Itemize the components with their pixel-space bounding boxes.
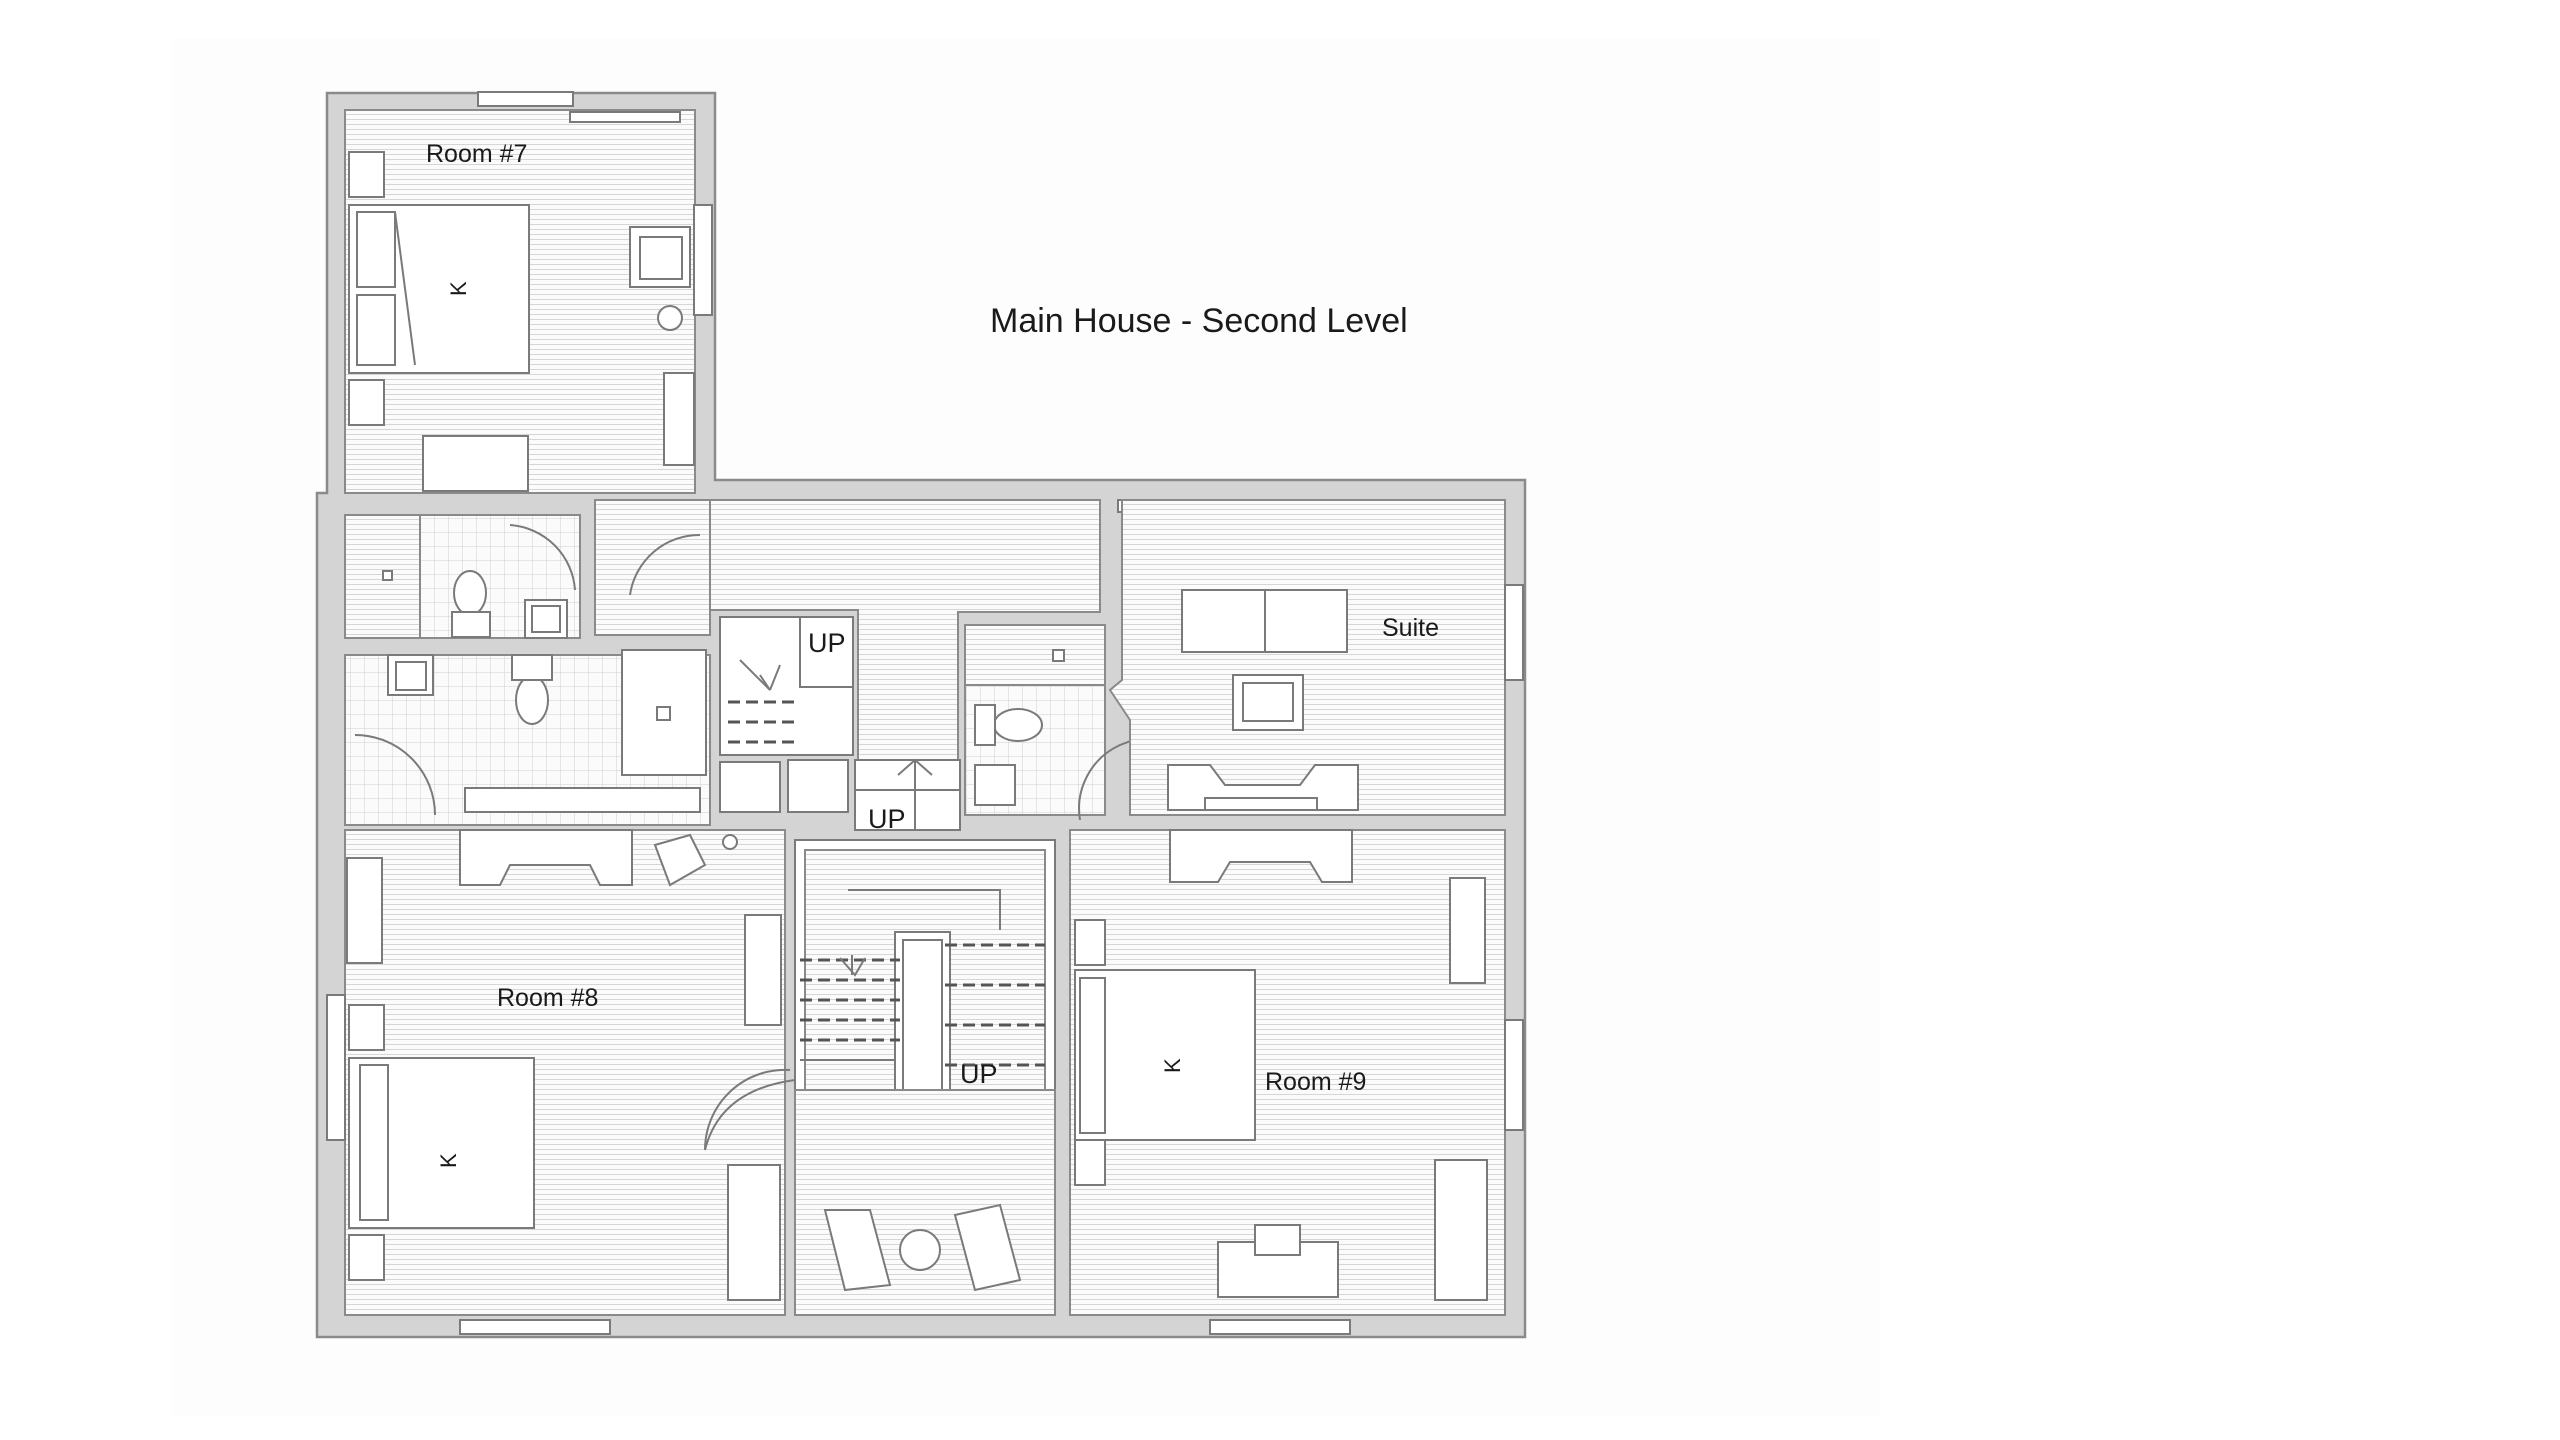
suite-bath xyxy=(964,624,1161,821)
plan-title: Main House - Second Level xyxy=(990,302,1408,340)
stair-mark-main: UP xyxy=(960,1059,998,1089)
bath-upper-left xyxy=(344,514,581,639)
hallway xyxy=(594,499,1251,761)
label-room-7: Room #7 xyxy=(426,140,527,168)
stair-mark-upper: UP xyxy=(808,628,846,658)
room-9 xyxy=(1069,829,1524,1335)
room-7 xyxy=(344,91,713,494)
bath-lower-left xyxy=(344,649,711,826)
stair-middle xyxy=(854,758,961,831)
stair-main xyxy=(794,839,1056,1093)
label-room-9: Room #9 xyxy=(1265,1068,1366,1096)
bed-mark-room-9: K xyxy=(1160,1058,1185,1073)
bed-mark-room-8: K xyxy=(436,1153,461,1168)
floor-plan-drawing: Main House - Second Level Room #7 Room #… xyxy=(315,91,1527,1339)
labels: Main House - Second Level Room #7 Room #… xyxy=(426,140,1439,1168)
suite xyxy=(1108,499,1524,906)
plan-sheet: Main House - Second Level Room #7 Room #… xyxy=(172,38,1880,1416)
room-8 xyxy=(326,829,791,1335)
bed-mark-room-7: K xyxy=(446,281,471,296)
landing xyxy=(704,1079,1146,1316)
label-suite: Suite xyxy=(1382,614,1439,642)
label-room-8: Room #8 xyxy=(497,984,598,1012)
stair-mark-middle: UP xyxy=(868,804,906,834)
stair-upper xyxy=(719,616,854,813)
